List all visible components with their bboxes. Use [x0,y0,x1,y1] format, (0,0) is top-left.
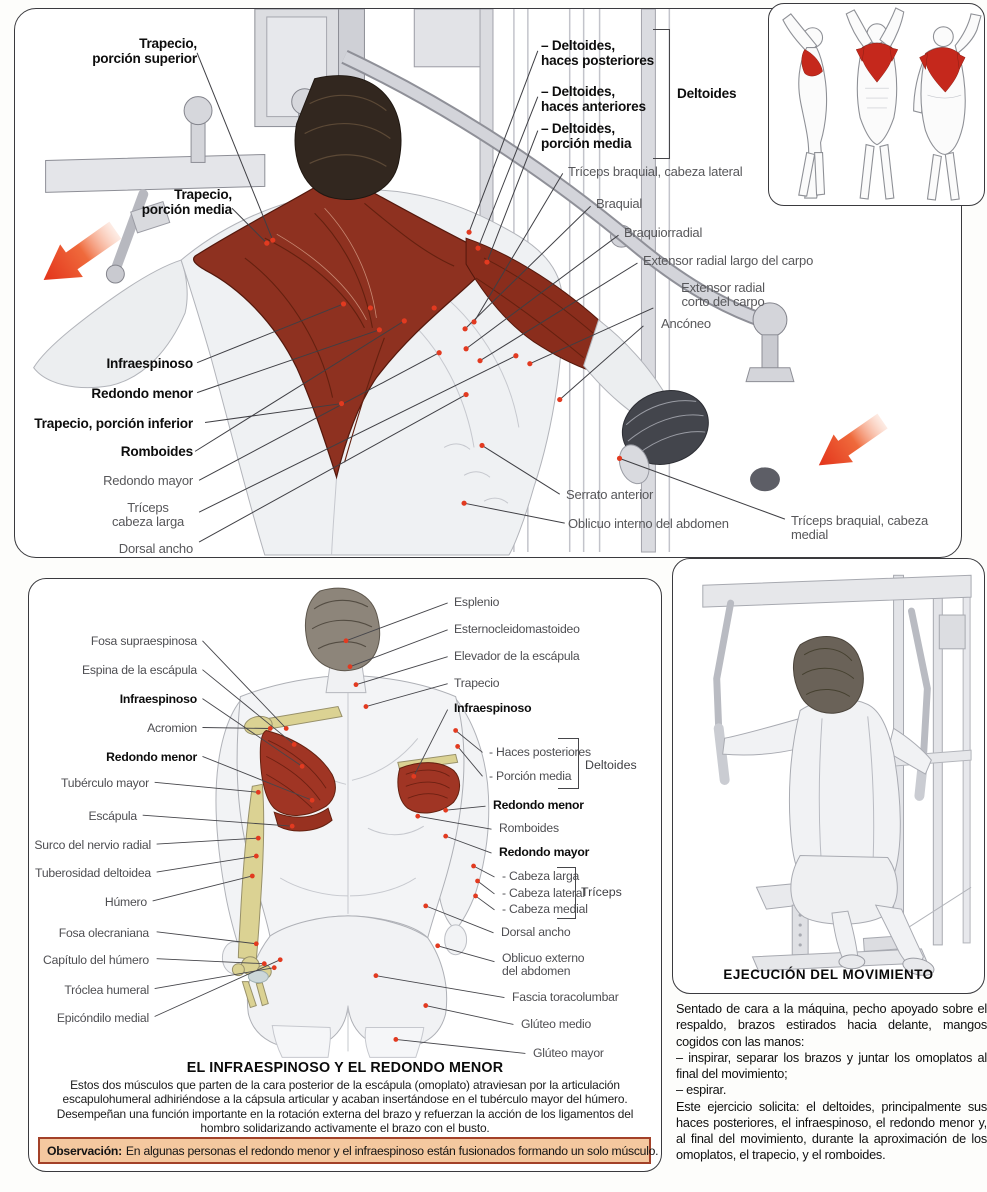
muscle-label-trapecio-superior: Trapecio, porción superior [92,36,197,66]
deltoides-bracket [653,29,670,159]
muscle-label-deltoides-media: – Deltoides, porción media [541,121,632,151]
label-infraespinoso: Infraespinoso [119,692,198,706]
muscle-label-trapecio-media: Trapecio, porción media [141,187,233,217]
right-direction-arrow [818,413,888,466]
leader-lines [194,50,786,543]
label-gluteo-mayor: Glúteo mayor [533,1046,604,1060]
label-tuberculo-mayor: Tubérculo mayor [61,776,149,790]
muscle-label-triceps-medial: Tríceps braquial, cabeza medial [791,513,929,543]
label-humero: Húmero [104,895,147,909]
label-esplenio: Esplenio [454,595,500,609]
execution-paragraph-1: Sentado de cara a la máquina, pecho apoy… [676,1002,987,1049]
muscle-label-deltoides-anteriores: – Deltoides, haces anteriores [541,84,646,114]
label-infraespinoso-right: Infraespinoso [454,701,532,715]
deltoides-bracket-small [558,738,579,789]
muscle-label-braquiorradial: Braquiorradial [624,225,703,240]
observation-note: Observación: En algunas personas el redo… [38,1137,659,1164]
execution-panel: EJECUCIÓN DEL MOVIMIENTO [672,558,985,994]
label-troclea-humeral: Tróclea humeral [64,983,149,997]
label-acromion: Acromion [147,721,197,735]
execution-paragraph-4: Este ejercicio solicita: el deltoides, p… [676,1099,987,1163]
label-redondo-menor-right: Redondo menor [493,798,584,812]
muscle-label-oblicuo-interno: Oblicuo interno del abdomen [568,516,729,531]
observation-text: En algunas personas el redondo menor y e… [125,1143,659,1158]
deltoides-group-label: Deltoides [677,86,737,101]
label-redondo-menor: Redondo menor [106,750,197,764]
machine-exercise-figure [702,574,972,976]
label-trapecio: Trapecio [454,676,500,690]
muscle-label-triceps-larga: Tríceps cabeza larga [111,500,185,530]
label-capitulo-humero: Capítulo del húmero [43,953,149,967]
muscle-label-redondo-mayor: Redondo mayor [103,473,193,488]
triceps-group-label: Tríceps [581,885,622,899]
exercise-anatomy-illustration [33,9,888,556]
muscle-label-extensor-corto: Extensor radial corto del carpo [681,280,765,310]
observation-label: Observación: [47,1143,122,1158]
label-fascia-toracolumbar: Fascia toracolumbar [512,990,619,1004]
muscle-label-deltoides-posteriores: – Deltoides, haces posteriores [541,38,654,68]
execution-paragraph-2: – inspirar, separar los brazos y juntar … [676,1050,987,1081]
label-cabeza-medial: - Cabeza medial [502,902,588,916]
muscle-label-redondo-menor: Redondo menor [91,386,193,401]
marker-dots [264,229,623,506]
label-espina-escapula: Espina de la escápula [81,663,197,677]
seated-person [722,636,935,976]
muscle-label-triceps-lateral: Tríceps braquial, cabeza lateral [568,164,743,179]
deltoides-group-label-small: Deltoides [585,758,637,772]
label-fosa-olecraniana: Fosa olecraniana [58,926,149,940]
execution-instructions: Sentado de cara a la máquina, pecho apoy… [676,1001,987,1164]
muscle-label-braquial: Braquial [596,196,643,211]
label-oblicuo-externo: Oblicuo externo del abdomen [502,951,585,979]
muscle-label-dorsal-ancho: Dorsal ancho [118,541,193,556]
execution-paragraph-3: – espirar. [676,1083,727,1098]
label-cabeza-lateral: - Cabeza lateral [502,886,585,900]
label-fosa-supraespinosa: Fosa supraespinosa [90,634,197,648]
left-direction-arrow [43,221,122,281]
label-romboides: Romboides [499,821,559,835]
highlighted-muscles-figures [782,7,982,201]
label-epicondilo-medial: Epicóndilo medial [56,1011,149,1025]
label-escapula: Escápula [88,809,137,823]
muscle-label-anconeo: Ancóneo [661,316,711,331]
muscle-label-trapecio-inferior: Trapecio, porción inferior [34,416,193,431]
muscle-label-infraespinoso: Infraespinoso [106,356,193,371]
label-porcion-media: - Porción media [489,769,572,783]
anatomy-detail-panel: Fosa supraespinosa Espina de la escápula… [28,578,662,1172]
muscle-label-romboides: Romboides [120,444,193,459]
muscle-label-serrato: Serrato anterior [566,487,654,502]
label-haces-posteriores: - Haces posteriores [489,745,591,759]
label-tuberosidad-deltoidea: Tuberosidad deltoidea [35,866,151,880]
muscle-overview-inset [768,3,985,206]
execution-title: EJECUCIÓN DEL MOVIMIENTO [723,967,934,982]
label-esternocleidomastoideo: Esternocleidomastoideo [454,622,580,636]
back-anatomy-figure [142,587,526,1058]
anatomy-description: Estos dos músculos que parten de la cara… [56,1078,634,1135]
exercising-figure [33,75,709,556]
leader-lines [142,602,526,1054]
marker-dots [249,638,480,1042]
label-cabeza-larga: - Cabeza larga [502,869,580,883]
muscle-label-extensor-largo: Extensor radial largo del carpo [643,253,814,268]
anatomy-section-title: EL INFRAESPINOSO Y EL REDONDO MENOR [186,1060,504,1076]
triceps-bracket [557,867,576,919]
label-dorsal-ancho: Dorsal ancho [501,925,571,939]
label-gluteo-medio: Glúteo medio [521,1017,592,1031]
label-redondo-mayor: Redondo mayor [499,845,590,859]
label-surco-nervio-radial: Surco del nervio radial [34,838,151,852]
label-elevador-escapula: Elevador de la escápula [454,649,580,663]
